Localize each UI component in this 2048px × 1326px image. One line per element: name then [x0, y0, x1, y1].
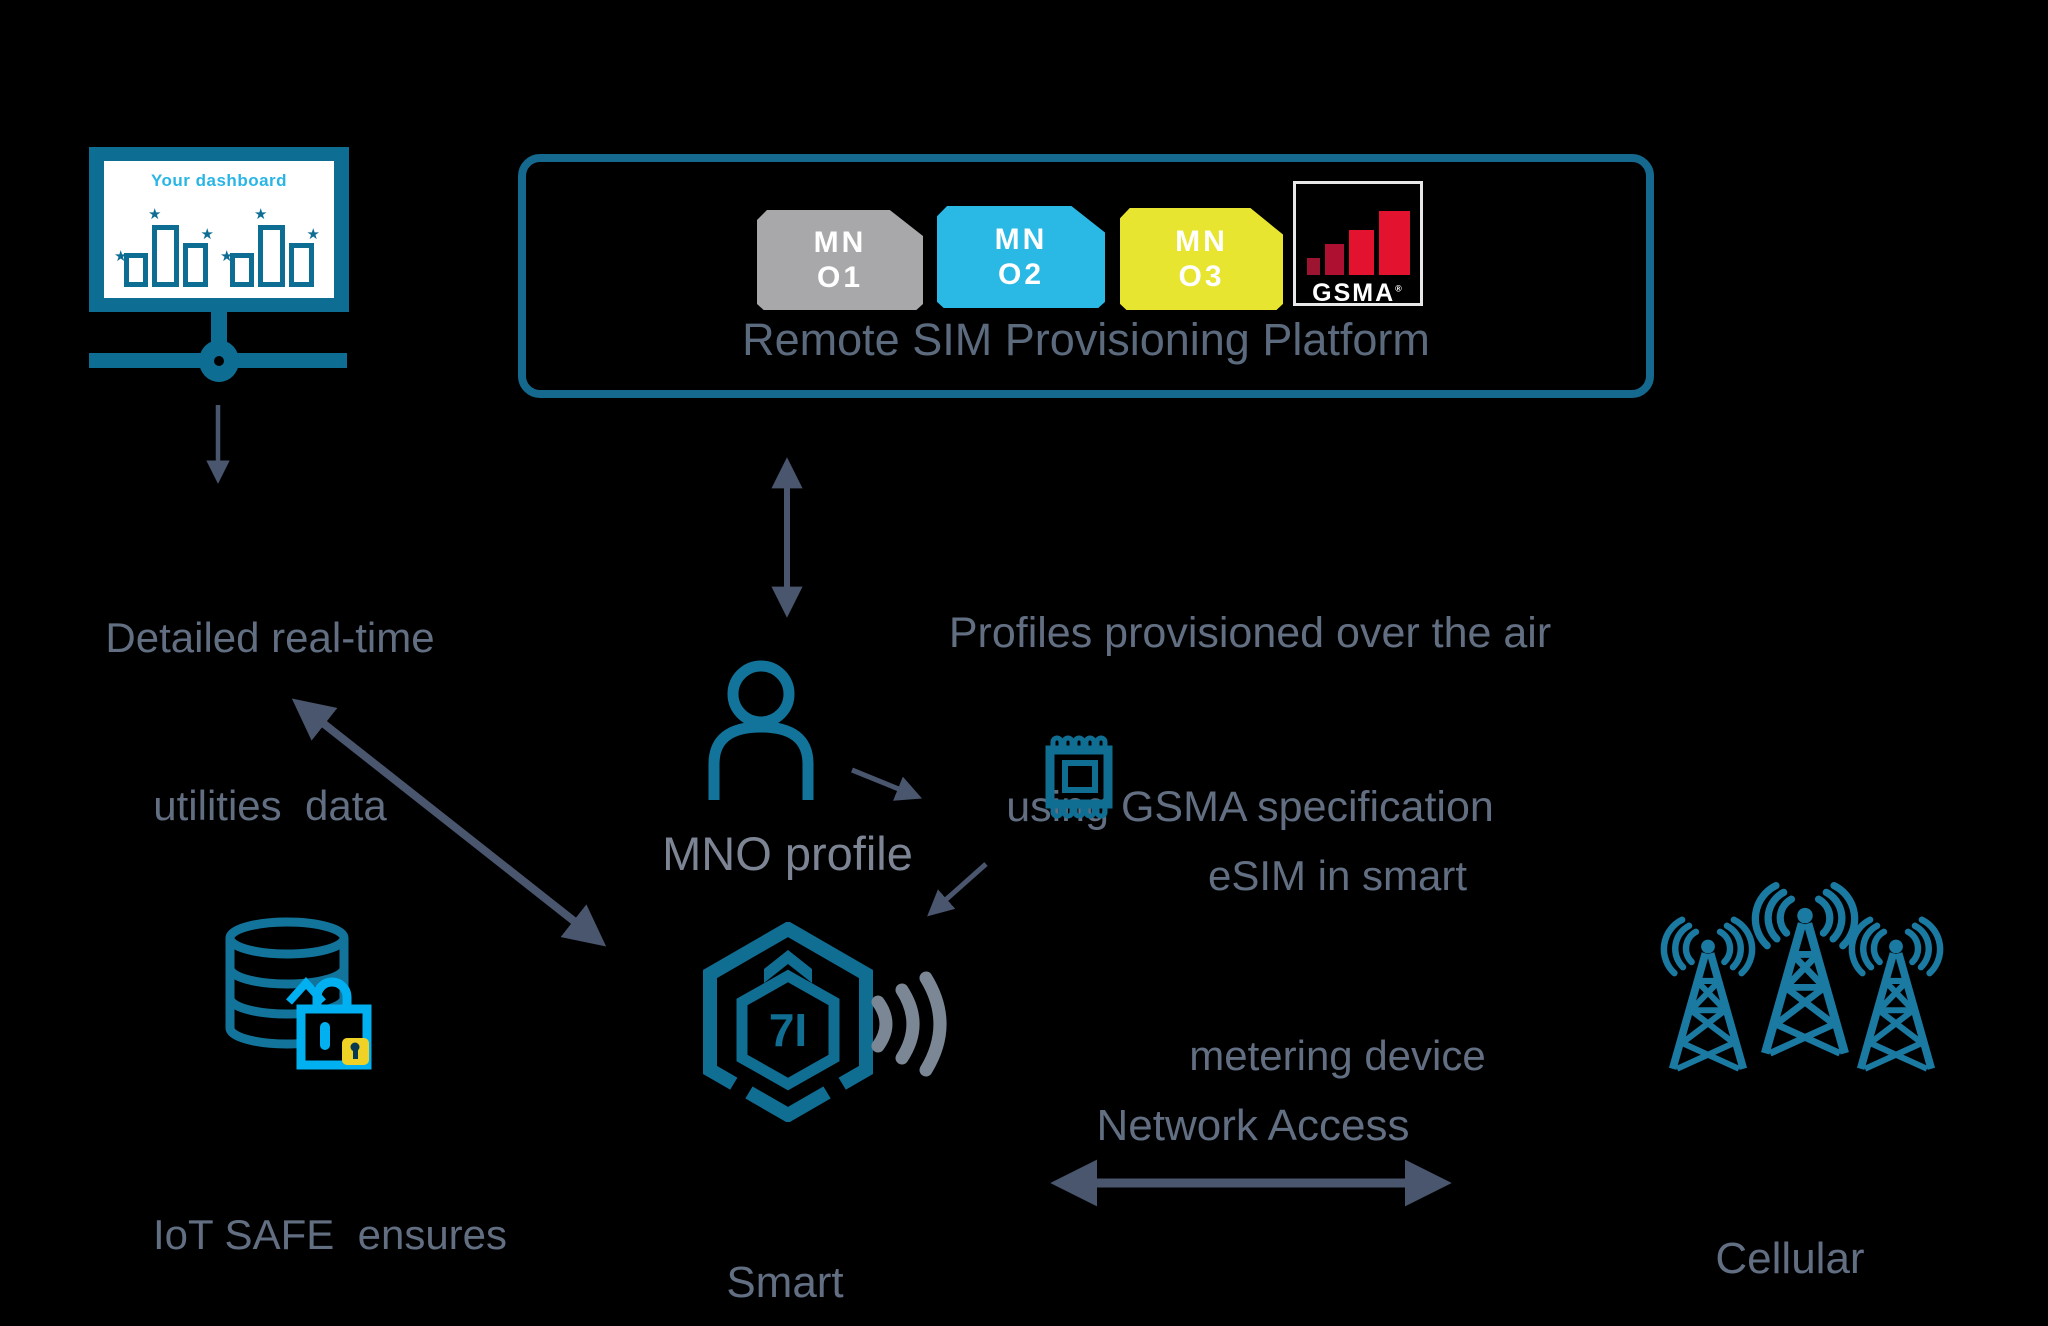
sim-card-mno3-icon: MN O3: [1120, 208, 1283, 310]
bar-chart-icon: ★ ★ ★: [114, 207, 214, 287]
meter-logo: 7I: [769, 1004, 807, 1056]
cellular-networks-label: Cellular Networks: [1715, 1234, 1865, 1283]
iot-safe-database-icon: [225, 917, 372, 1070]
dashboard-screen: Your dashboard ★ ★ ★ ★ ★ ★: [104, 161, 334, 298]
iot-safe-caption: IoT SAFE ensures data integrity: [152, 1211, 508, 1258]
dashboard-monitor-icon: Your dashboard ★ ★ ★ ★ ★ ★: [89, 147, 349, 312]
star-icon: ★: [114, 248, 128, 265]
smart-meter-label: Smart Meter: [726, 1258, 844, 1307]
rsp-platform-box: MN O1 MN O2 MN O3 GSMA® Remote SIM Provi…: [518, 154, 1654, 398]
person-icon: [708, 660, 814, 800]
dashboard-title: Your dashboard: [150, 171, 288, 190]
esim-chip-icon: [1045, 735, 1113, 819]
padlock-icon: [286, 977, 372, 1070]
cell-tower-icon: [1660, 916, 1756, 1072]
mno-profile-label: MNO profile: [662, 827, 913, 880]
sim-card-mno2-icon: MN O2: [937, 206, 1105, 308]
bar-chart-icon: ★ ★ ★: [220, 207, 320, 287]
network-node-icon: [199, 340, 239, 382]
esim-note: eSIM in smart metering device: [1189, 852, 1486, 1079]
utilities-data-caption: Detailed real-time utilities data: [105, 614, 435, 829]
key-badge-icon: [342, 1038, 369, 1065]
gsma-bars-icon: [1296, 211, 1420, 275]
star-icon: ★: [220, 248, 234, 265]
cell-tower-icon: [1751, 881, 1859, 1057]
network-access-label: Network Access: [1096, 1101, 1410, 1150]
gsma-logo: GSMA®: [1293, 181, 1423, 307]
rsp-platform-title: Remote SIM Provisioning Platform: [742, 314, 1430, 365]
star-icon: ★: [200, 226, 214, 243]
star-icon: ★: [148, 206, 162, 223]
cell-tower-icon: [1848, 916, 1944, 1072]
signal-waves-icon: [871, 971, 947, 1077]
chevron-up-icon: [764, 950, 812, 983]
star-icon: ★: [306, 226, 320, 243]
sim-card-mno1-icon: MN O1: [757, 210, 923, 310]
dashboard-bar-charts: ★ ★ ★ ★ ★ ★: [104, 195, 334, 287]
smart-meter-icon: 7I: [703, 922, 947, 1122]
star-icon: ★: [254, 206, 268, 223]
profiles-provisioned-note: Profiles provisioned over the air using …: [948, 609, 1552, 831]
gsma-wordmark: GSMA®: [1312, 279, 1404, 307]
